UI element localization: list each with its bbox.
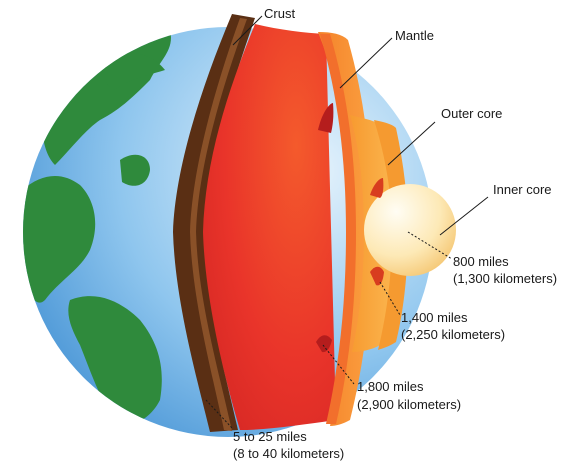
mantle-radius-line	[322, 344, 355, 385]
mantle-front	[320, 34, 356, 424]
continent-island	[120, 154, 150, 186]
inner-core-miles: 800 miles	[453, 254, 509, 269]
measurement-mantle: 1,800 miles (2,900 kilometers)	[357, 379, 461, 412]
inner-core-sphere	[364, 184, 456, 276]
mantle-leader	[339, 37, 393, 89]
outer-cavity-upper	[370, 178, 384, 198]
mantle-cavity-upper	[318, 103, 334, 133]
label-outer-core: Outer core	[441, 106, 502, 121]
crust-layer	[173, 14, 255, 432]
label-inner-core: Inner core	[493, 182, 552, 197]
leader-lines	[205, 15, 489, 429]
crust-miles: 5 to 25 miles	[233, 429, 307, 444]
outer-core-face	[374, 120, 408, 350]
outer-cavity-lower	[370, 266, 384, 286]
inner-core-km: (1,300 kilometers)	[453, 271, 557, 286]
crust-leader	[232, 15, 263, 46]
inner-core-leader	[439, 196, 489, 236]
mantle-layer	[203, 24, 336, 430]
continent-south	[68, 296, 162, 424]
outer-core-leader	[387, 121, 436, 166]
label-mantle: Mantle	[395, 28, 434, 43]
continent-west	[23, 175, 96, 303]
continent-east	[99, 52, 165, 90]
mantle-cavity-lower	[316, 335, 332, 353]
mantle-miles: 1,800 miles	[357, 379, 424, 394]
mantle-km: (2,900 kilometers)	[357, 397, 461, 412]
outer-core-miles: 1,400 miles	[401, 310, 468, 325]
crust-km: (8 to 40 kilometers)	[233, 446, 344, 461]
measurement-inner-core: 800 miles (1,300 kilometers)	[453, 254, 557, 286]
label-crust: Crust	[264, 6, 295, 21]
measurement-outer-core: 1,400 miles (2,250 kilometers)	[401, 310, 505, 342]
inner-core-radius-line	[407, 231, 453, 260]
outer-core-km: (2,250 kilometers)	[401, 327, 505, 342]
crust-inner-band	[190, 18, 247, 431]
outer-core-radius-line	[379, 281, 401, 316]
measurement-crust: 5 to 25 miles (8 to 40 kilometers)	[233, 429, 344, 461]
